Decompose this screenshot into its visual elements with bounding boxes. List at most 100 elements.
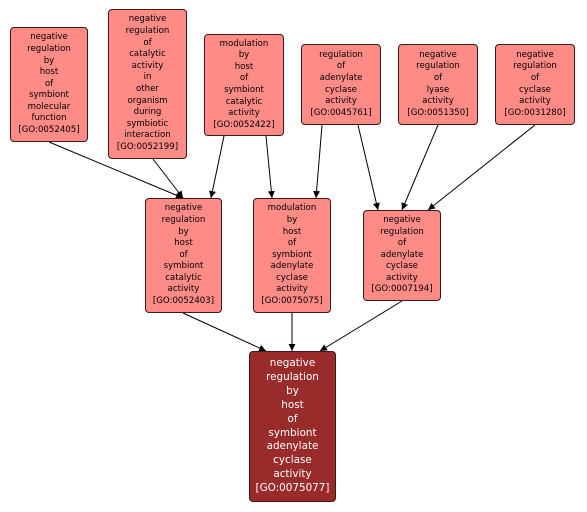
node-label-line: symbiont [224,85,264,95]
edge-arrow [48,141,184,199]
node-label-line: regulation [266,370,319,383]
node-label-line: negative [383,214,421,225]
node-go-0031280[interactable]: negative regulation of cyclase activity … [495,44,575,125]
node-label-line: during [133,107,162,118]
node-label-line: negative [516,49,554,60]
node-label-line: lyase [426,84,450,95]
node-go-0075077[interactable]: negative regulation by host of symbiont … [249,351,336,502]
node-go-0051350[interactable]: negative regulation of lyase activity [G… [398,44,478,125]
node-label-line: activity [422,96,454,107]
node-label-line: adenylate [319,72,363,83]
node-label-line: by [43,55,55,66]
node-label-line: by [238,50,250,61]
node-label-line: regulation [380,226,424,237]
node-label-line: regulation [161,214,206,225]
node-label-line: symbiont [163,261,204,272]
node-go-0075075[interactable]: modulation by host of symbiont adenylate… [253,198,331,313]
node-label-line: of [397,238,407,249]
node-label-line: [GO:0052403] [152,296,215,307]
node-label-line: organism [127,95,168,106]
node-go-0007194[interactable]: negative regulation of adenylate cyclase… [363,210,441,301]
node-label-line: [GO:0052199] [116,141,179,152]
node-label-line: [GO:0051350] [407,107,469,118]
node-label-line: by [178,226,189,237]
node-label-line: modulation [267,203,317,214]
edge-arrow [182,312,267,352]
node-label-line: of [530,72,540,83]
node-label-line: negative [128,14,167,25]
node-label-line: other [136,84,159,94]
node-label-line: activity [131,60,164,71]
edge-arrow [427,124,536,211]
node-label-line: molecular [27,101,71,112]
node-label-line: activity [167,284,200,295]
node-label-line: cyclase [519,84,551,95]
node-label-line: modulation [219,38,269,49]
node-label-line: [GO:0052405] [18,125,80,136]
node-label-line: adenylate [380,249,424,260]
node-label-line: [GO:0075077] [255,482,330,495]
node-label-line: cyclase [276,272,308,283]
node-label-line: catalytic [225,96,263,107]
node-label-line: regulation [319,49,363,60]
node-label-line: function [31,113,67,124]
node-label-line: of [336,61,346,72]
node-label-line: regulation [125,26,170,37]
node-go-0052199[interactable]: negative regulation of catalytic activit… [108,9,187,159]
node-label-line: negative [269,356,316,369]
node-label-line: cyclase [325,84,357,95]
node-label-line: activity [519,96,551,107]
node-label-line: activity [228,108,260,119]
node-label-line: of [239,73,249,84]
node-label-line: of [287,238,297,249]
node-label-line: by [286,214,298,225]
node-label-line: adenylate [270,261,314,272]
node-label-line: host [39,67,59,78]
node-label-line: of [179,249,188,260]
node-label-line: of [143,37,152,48]
node-label-line: of [287,412,298,425]
node-label-line: [GO:0045761] [310,107,372,118]
edge-arrow [319,300,403,352]
node-label-line: symbiont [272,249,312,260]
node-label-line: activity [273,468,312,481]
edge-arrow [313,124,323,199]
node-label-line: regulation [27,43,71,54]
node-label-line: by [286,384,299,397]
node-label-line: symbiont [268,426,317,439]
node-label-line: host [234,61,254,72]
node-label-line: cyclase [386,261,418,272]
node-label-line: [GO:0075075] [261,296,323,307]
node-label-line: [GO:0052422] [213,119,275,130]
node-label-line: negative [30,32,68,43]
node-label-line: cyclase [273,454,312,467]
edge-arrow [209,135,225,199]
node-label-line: regulation [416,61,460,72]
edge-arrow [401,124,439,211]
node-label-line: host [281,398,304,411]
node-label-line: activity [386,272,418,283]
node-label-line: in [143,72,152,83]
node-label-line: symbiont [29,90,69,101]
node-go-0045761[interactable]: regulation of adenylate cyclase activity… [301,44,381,125]
node-label-line: adenylate [266,440,319,453]
node-label-line: activity [325,96,357,107]
node-label-line: regulation [513,61,557,72]
node-label-line: catalytic [129,49,166,60]
node-label-line: activity [276,284,308,295]
node-label-line: of [44,78,54,89]
node-label-line: [GO:0007194] [371,284,433,295]
node-label-line: interaction [124,130,171,141]
edge-arrow [265,135,275,199]
node-label-line: [GO:0031280] [504,107,566,118]
node-label-line: negative [419,49,457,60]
node-go-0052405[interactable]: negative regulation by host of symbiont … [10,27,88,142]
edge-arrow [152,158,184,199]
node-label-line: symbiotic [126,118,169,129]
node-label-line: of [433,72,443,83]
node-go-0052422[interactable]: modulation by host of symbiont catalytic… [204,34,284,136]
node-label-line: catalytic [165,272,202,283]
node-go-0052403[interactable]: negative regulation by host of symbiont … [145,198,222,313]
